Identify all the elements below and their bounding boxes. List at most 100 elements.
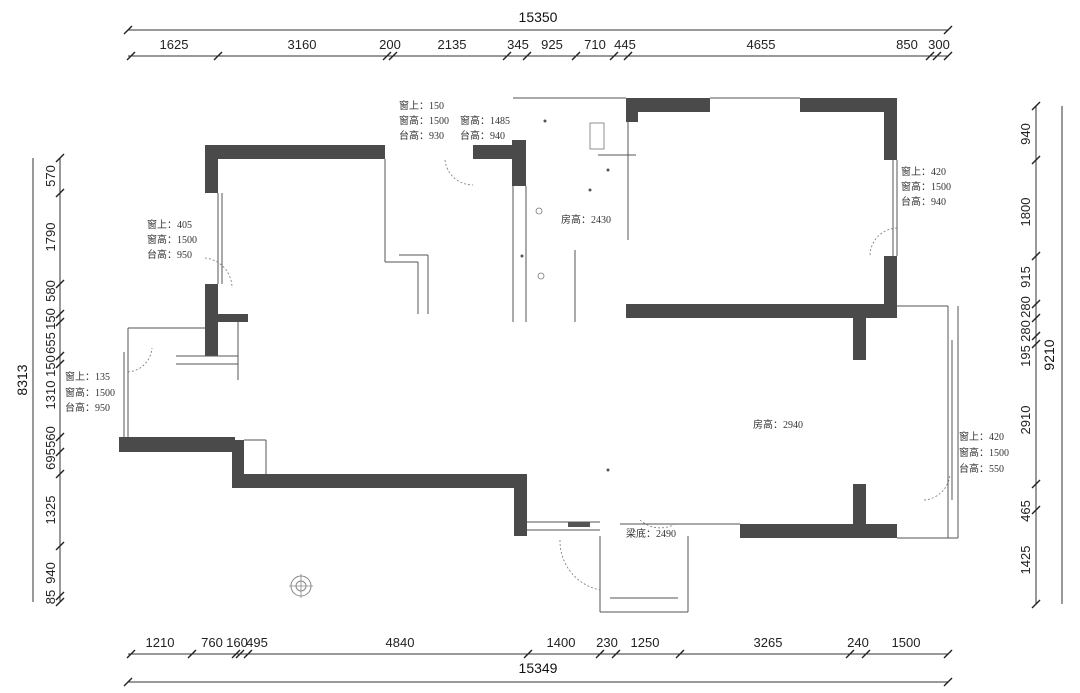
top-segment-dimension: 345	[507, 37, 529, 52]
dimension-tick	[55, 188, 65, 198]
left-segment-dimension: 85	[43, 590, 58, 604]
dimension-tick	[502, 51, 512, 61]
window-note-left-bedroom: 窗上：405 窗高：1500 台高：950	[147, 218, 197, 261]
bottom-segment-dimension: 4840	[386, 635, 415, 650]
window-note-line: 台高：950	[147, 248, 192, 261]
left-segment-dimension: 560	[43, 426, 58, 448]
window-note-top-middle: 窗上：150 窗高：1500 台高：930	[399, 99, 449, 142]
right-segment-dimension: 940	[1018, 123, 1033, 145]
dimension-tick	[595, 649, 605, 659]
dimension-tick	[522, 51, 532, 61]
window-note-right-living: 窗上：420 窗高：1500 台高：550	[959, 430, 1009, 475]
window-note-line: 台高：550	[959, 462, 1004, 475]
window-note-line: 窗高：1485	[460, 114, 510, 127]
dimension-tick	[55, 153, 65, 163]
left-segment-dimension: 150	[43, 308, 58, 330]
left-segment-dimension: 580	[43, 280, 58, 302]
right-segment-dimension: 465	[1018, 500, 1033, 522]
dimension-tick	[675, 649, 685, 659]
dimension-tick	[55, 541, 65, 551]
dimension-tick	[388, 51, 398, 61]
top-segment-dimension: 445	[614, 37, 636, 52]
dimension-tick	[1031, 479, 1041, 489]
dimension-tick	[623, 51, 633, 61]
bottom-total-dimension: 15349	[519, 660, 558, 676]
beam-bottom-label: 梁底：2490	[626, 527, 676, 540]
dimension-tick	[1031, 299, 1041, 309]
dimension-tick	[932, 51, 942, 61]
bottom-segment-dimension: 1250	[631, 635, 660, 650]
dimension-tick	[1031, 251, 1041, 261]
dimension-tick	[1031, 155, 1041, 165]
dimension-tick	[55, 279, 65, 289]
dimension-tick	[1031, 339, 1041, 349]
window-note-line: 台高：940	[901, 195, 946, 208]
top-segment-dimension: 2135	[438, 37, 467, 52]
dimension-tick	[55, 447, 65, 457]
compass-icon	[289, 574, 313, 598]
dimension-tick	[571, 51, 581, 61]
dimension-tick	[55, 597, 65, 607]
window-note-right-bedroom: 窗上：420 窗高：1500 台高：940	[901, 165, 951, 208]
left-segment-dimension: 570	[43, 165, 58, 187]
bottom-segment-dimension: 1500	[892, 635, 921, 650]
window-note-line: 窗上：420	[901, 165, 946, 178]
window-note-line: 台高：950	[65, 401, 110, 414]
dimension-tick	[126, 649, 136, 659]
dimension-tick	[1031, 331, 1041, 341]
right-segment-dimension: 280	[1018, 296, 1033, 318]
partitions	[123, 97, 959, 613]
window-note-line: 台高：940	[460, 129, 505, 142]
window-note-line: 窗上：420	[959, 430, 1004, 443]
top-segment-dimension: 300	[928, 37, 950, 52]
left-segment-dimension: 940	[43, 562, 58, 584]
right-segment-dimension: 1425	[1018, 546, 1033, 575]
window-note-line: 窗上：135	[65, 370, 110, 383]
dimension-tick	[213, 51, 223, 61]
dimension-tick	[235, 649, 245, 659]
window-note-line: 窗高：1500	[147, 233, 197, 246]
dimension-tick	[55, 359, 65, 369]
bottom-segment-dimension: 1400	[547, 635, 576, 650]
dimension-tick	[126, 51, 136, 61]
right-segment-dimension: 915	[1018, 266, 1033, 288]
right-segment-dimension: 1800	[1018, 198, 1033, 227]
bottom-segment-dimension: 3265	[754, 635, 783, 650]
dimension-tick	[925, 51, 935, 61]
dimension-tick	[943, 51, 953, 61]
dimension-tick	[55, 309, 65, 319]
top-segment-dimension: 710	[584, 37, 606, 52]
dimension-tick	[243, 649, 253, 659]
dimension-tick	[523, 649, 533, 659]
dimension-tick	[55, 317, 65, 327]
dimension-tick	[187, 649, 197, 659]
dimension-tick	[1031, 599, 1041, 609]
top-total-dimension: 15350	[519, 9, 558, 25]
dimension-tick	[55, 591, 65, 601]
window-note-top-kitchen: 窗高：1485 台高：940	[460, 114, 510, 142]
dimension-tick	[55, 432, 65, 442]
left-dimension-chain: 8313 570 1790 580 150 655 150 1310 560 6…	[14, 153, 65, 607]
left-segment-dimension: 1790	[43, 223, 58, 252]
top-segment-dimension: 4655	[747, 37, 776, 52]
dimension-tick	[845, 649, 855, 659]
bottom-segment-dimension: 160	[226, 635, 248, 650]
top-segment-dimension: 200	[379, 37, 401, 52]
bottom-segment-dimension: 760	[201, 635, 223, 650]
window-note-line: 窗高：1500	[901, 180, 951, 193]
dimension-tick	[609, 51, 619, 61]
dimension-tick	[55, 351, 65, 361]
dimension-tick	[611, 649, 621, 659]
door-swings	[127, 159, 951, 591]
dimension-tick	[55, 469, 65, 479]
bottom-segment-dimension: 230	[596, 635, 618, 650]
window-note-line: 窗高：1500	[65, 386, 115, 399]
window-note-left-balcony: 窗上：135 窗高：1500 台高：950	[65, 370, 115, 414]
window-note-line: 窗上：150	[399, 99, 444, 112]
fixture-symbols	[520, 119, 610, 472]
dimension-tick	[1031, 505, 1041, 515]
room-height-label-kitchen: 房高：2430	[561, 213, 611, 226]
bottom-segment-dimension: 495	[246, 635, 268, 650]
room-height-label-living: 房高：2940	[753, 418, 803, 431]
